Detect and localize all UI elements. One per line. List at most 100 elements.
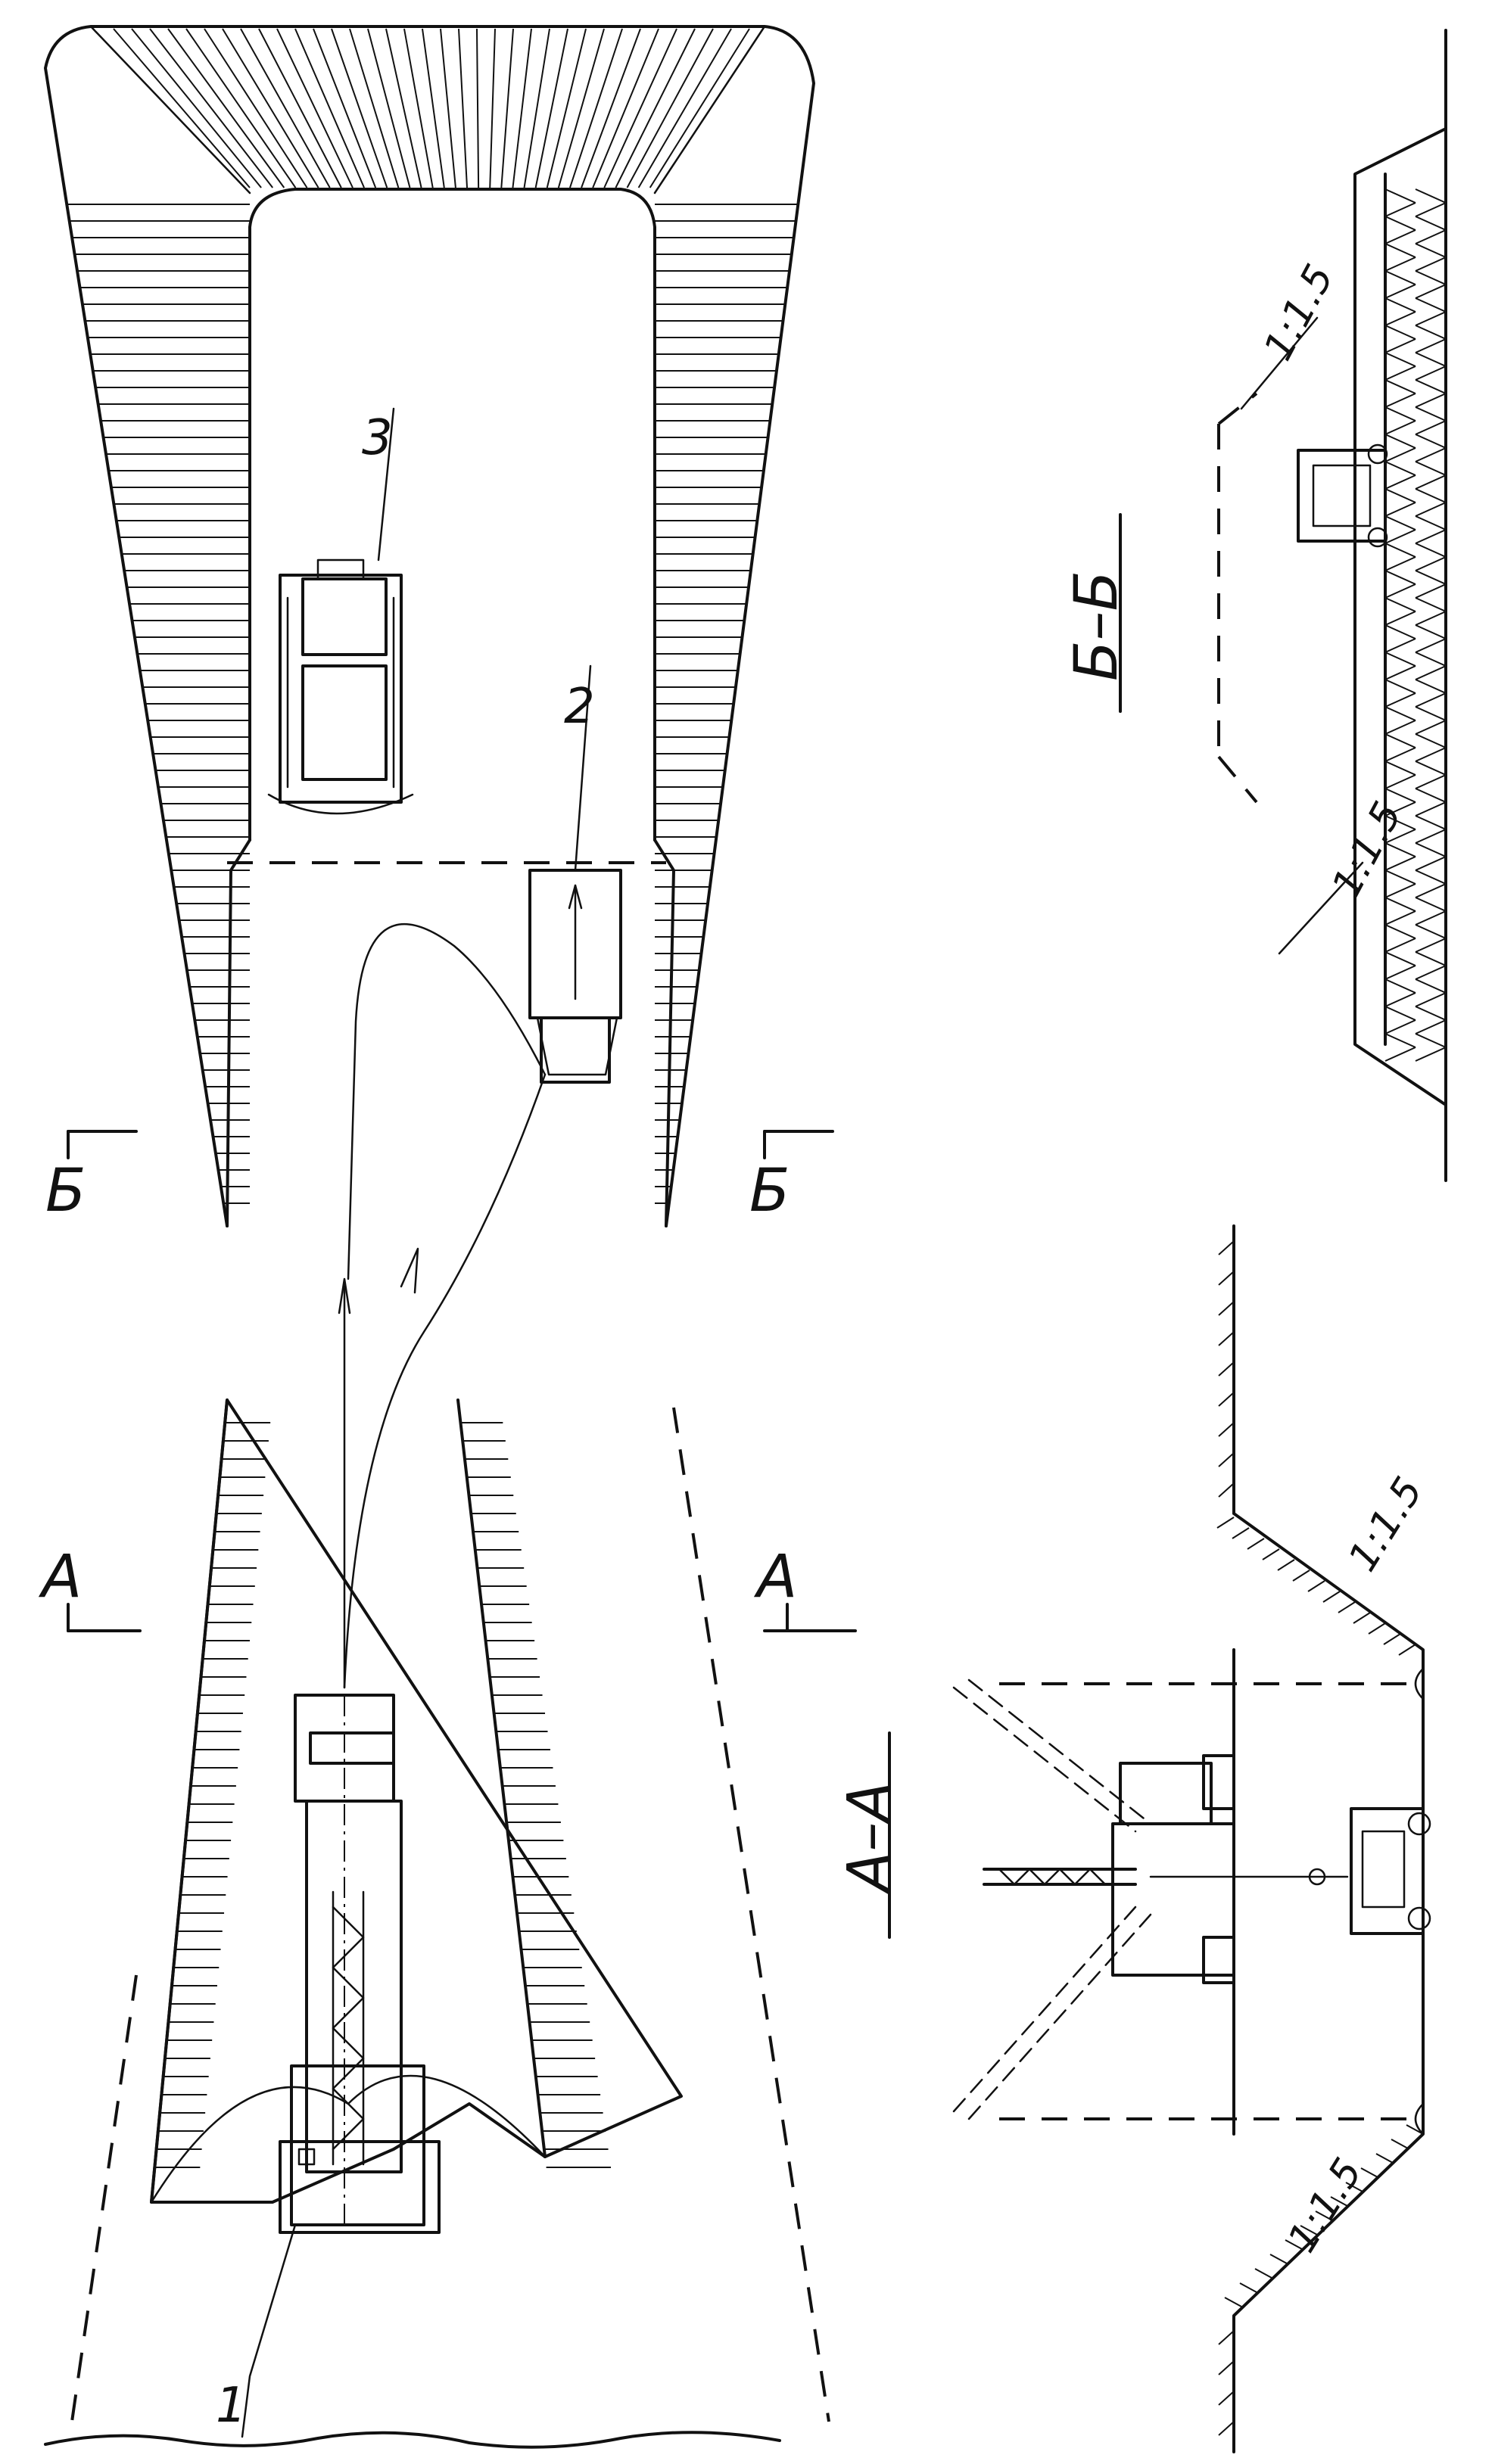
hatch-line — [1384, 1006, 1416, 1021]
hatch-line — [1384, 543, 1416, 558]
hatch-line — [1415, 366, 1447, 381]
hatch-line — [1384, 774, 1416, 789]
hatch-line — [1384, 420, 1416, 435]
hatch-line — [569, 28, 623, 188]
hatch-line — [1353, 1612, 1371, 1624]
hatch-line — [592, 28, 659, 188]
hatch-line — [1384, 338, 1416, 353]
hatch-line — [1384, 747, 1416, 762]
hatch-line — [1218, 1482, 1235, 1498]
hatch-line — [1415, 842, 1447, 857]
section-aa-slope-upper: 1:1.5 — [1340, 1470, 1432, 1579]
hatch-line — [1384, 461, 1416, 476]
hatch-line — [1384, 529, 1416, 544]
hatch-line — [1384, 474, 1416, 490]
hatch-line — [1415, 965, 1447, 980]
hatch-line — [1384, 856, 1416, 871]
hatch-line — [1415, 338, 1447, 353]
section-aa-ground-hatching — [1216, 1240, 1424, 2436]
section-bb-dashed-profile — [1217, 392, 1258, 804]
cut-mark-b-right-label: Б — [749, 1157, 790, 1225]
hatch-line — [1384, 679, 1416, 694]
hatch-line — [1360, 2167, 1378, 2178]
slope-hatching-top — [113, 28, 750, 188]
hatch-line — [113, 28, 251, 188]
hatch-line — [1415, 1033, 1447, 1048]
hatch-line — [1384, 611, 1416, 626]
hatch-line — [1384, 815, 1416, 830]
hatch-line — [1415, 297, 1447, 313]
contour-left-dashed — [70, 1974, 138, 2422]
callout-1: 1 — [216, 2378, 247, 2434]
hatch-line — [1368, 1622, 1386, 1635]
hatch-line — [615, 28, 696, 188]
hatch-line — [1384, 897, 1416, 912]
hatch-line — [1384, 352, 1416, 367]
hatch-line — [1384, 829, 1416, 844]
hatch-line — [1384, 652, 1416, 667]
hatch-line — [489, 28, 496, 188]
hatch-line — [1415, 747, 1447, 762]
cut-mark-b-left-label: Б — [45, 1157, 86, 1225]
hatch-line — [1384, 366, 1416, 381]
hatch-line — [1415, 870, 1447, 885]
cut-mark-a-right: A — [753, 1543, 857, 1632]
hatch-line — [1415, 284, 1447, 299]
hatch-line — [1415, 774, 1447, 789]
hatch-line — [1384, 556, 1416, 571]
hatch-line — [1277, 1559, 1295, 1571]
hatch-line — [1415, 515, 1447, 530]
hatch-line — [1383, 1633, 1401, 1645]
section-aa-marker-1 — [1414, 1667, 1425, 1700]
hatch-line — [1415, 434, 1447, 449]
callout-3: 3 — [362, 410, 393, 466]
hatch-line — [1415, 447, 1447, 462]
hatch-line — [1218, 1361, 1235, 1377]
hatch-line — [1415, 938, 1447, 953]
hatch-line — [476, 28, 480, 188]
hatch-line — [1415, 597, 1447, 612]
leader-2 — [574, 664, 592, 872]
section-aa-truck — [1350, 1807, 1431, 1935]
hatch-line — [131, 28, 262, 188]
section-aa-title: A–A — [836, 1781, 904, 1896]
hatch-line — [1415, 692, 1447, 708]
hatch-line — [258, 28, 342, 188]
cut-mark-a-right-label: A — [753, 1543, 797, 1611]
section-bb-lining-hatching — [1384, 188, 1447, 1062]
cut-mark-b-left: Б — [45, 1130, 138, 1225]
hatch-line — [1384, 801, 1416, 817]
hatch-line — [1415, 352, 1447, 367]
hatch-line — [1415, 924, 1447, 939]
hatch-line — [1300, 2225, 1318, 2235]
bulldozer-3 — [267, 558, 414, 815]
section-bb-slope-upper: 1:1.5 — [1256, 257, 1344, 368]
hatch-line — [1415, 1006, 1447, 1021]
hatch-line — [204, 28, 308, 188]
hatch-line — [1415, 556, 1447, 571]
hatch-line — [1415, 529, 1447, 544]
section-aa-marker-2 — [1414, 2102, 1425, 2136]
hatch-line — [367, 28, 411, 188]
hatch-line — [1415, 216, 1447, 231]
hatch-line — [385, 28, 422, 188]
hatch-line — [1415, 733, 1447, 748]
hatch-line — [1375, 2153, 1394, 2164]
hatch-line — [1384, 202, 1416, 217]
dump-truck-2 — [528, 869, 622, 1084]
hatch-line — [1330, 2196, 1348, 2207]
hatch-line — [1415, 188, 1447, 204]
excavator-1 — [279, 1694, 441, 2234]
hatch-line — [1218, 2360, 1235, 2375]
hatch-line — [1384, 788, 1416, 803]
haul-route — [338, 923, 547, 1689]
hatch-line — [1415, 543, 1447, 558]
hatch-line — [1415, 570, 1447, 585]
hatch-line — [649, 28, 750, 188]
hatch-line — [1232, 1527, 1250, 1539]
section-bb-profile — [1353, 29, 1447, 1182]
leader-3 — [377, 407, 395, 562]
callout-2: 2 — [564, 679, 595, 735]
hatch-line — [1415, 679, 1447, 694]
